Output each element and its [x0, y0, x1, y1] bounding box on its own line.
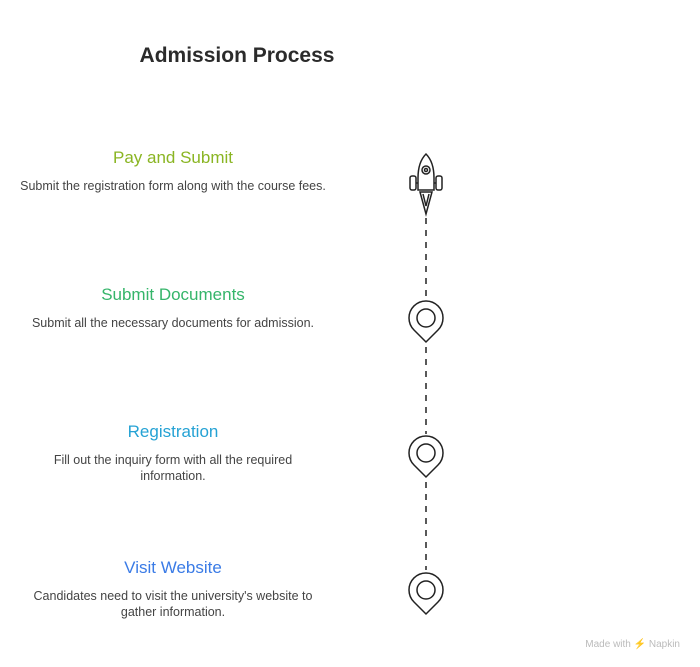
made-with-napkin-credit: Made with ⚡ Napkin: [585, 639, 680, 650]
step-registration: Registration Fill out the inquiry form w…: [20, 422, 326, 484]
location-pin-icon: [408, 435, 444, 479]
step-heading: Submit Documents: [101, 285, 245, 304]
step-description: Submit all the necessary documents for a…: [31, 316, 315, 330]
step-submit-documents: Submit Documents Submit all the necessar…: [20, 285, 326, 331]
location-pin-icon: [408, 572, 444, 616]
step-heading: Visit Website: [124, 558, 222, 577]
diagram-title: Admission Process: [139, 44, 335, 67]
step-description: Fill out the inquiry form with all the r…: [53, 453, 293, 483]
step-description: Candidates need to visit the university'…: [33, 589, 313, 619]
step-description: Submit the registration form along with …: [20, 179, 326, 193]
rocket-icon: [409, 152, 443, 217]
step-heading: Registration: [127, 422, 219, 441]
step-pay-and-submit: Pay and Submit Submit the registration f…: [20, 148, 326, 194]
step-visit-website: Visit Website Candidates need to visit t…: [20, 558, 326, 620]
location-pin-icon: [408, 300, 444, 344]
step-heading: Pay and Submit: [112, 148, 233, 167]
